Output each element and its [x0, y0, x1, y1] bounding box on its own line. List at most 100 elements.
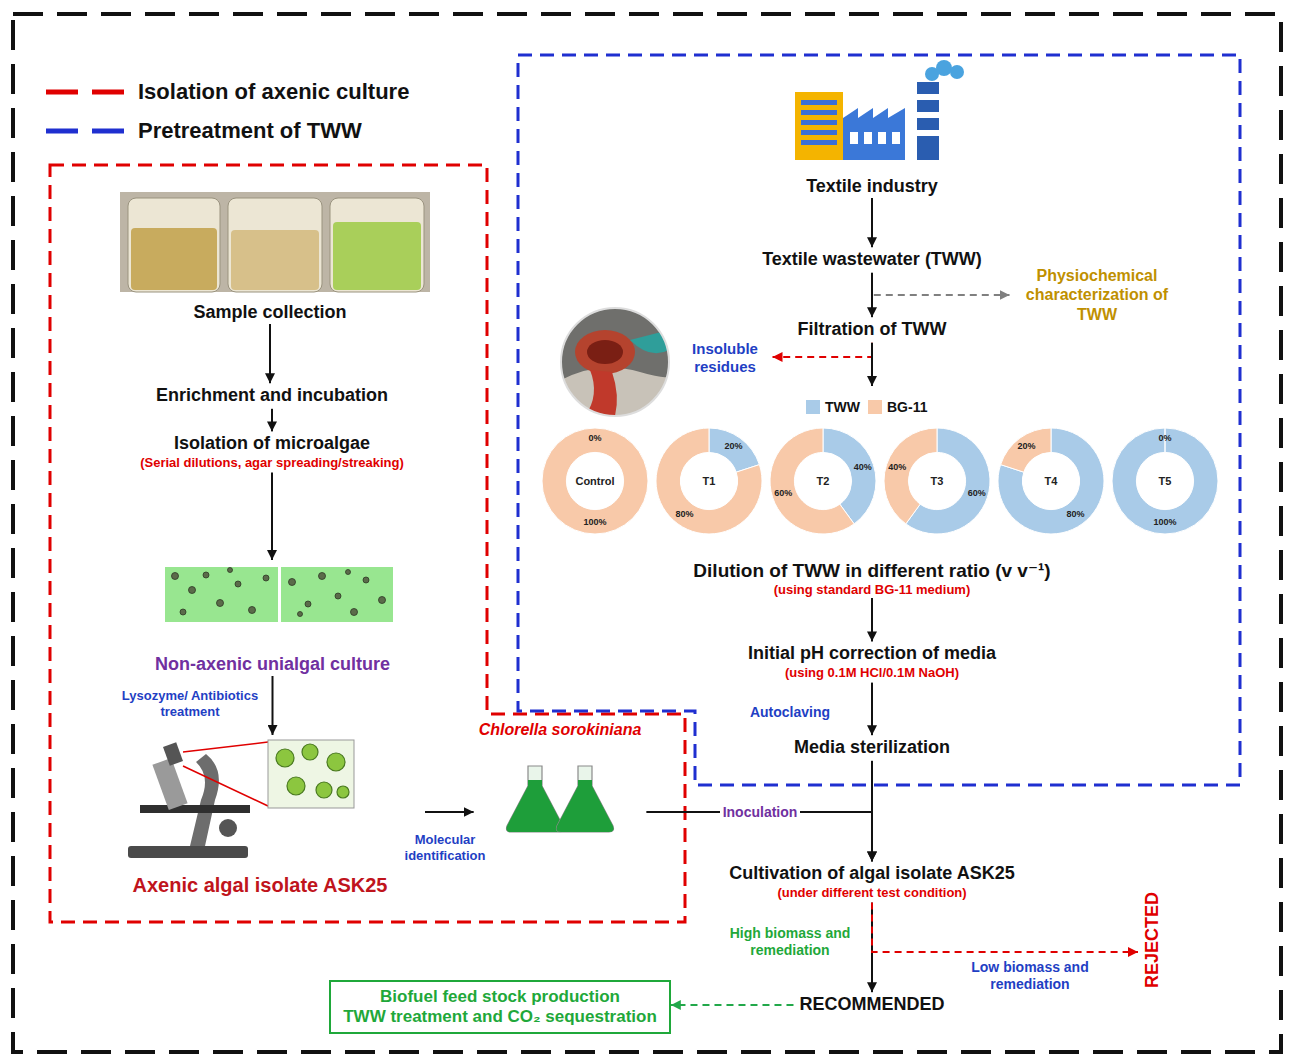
percent-label: 40%: [854, 463, 872, 473]
percent-label: 80%: [1067, 510, 1085, 520]
node-label: Biofuel feed stock production: [380, 987, 620, 1007]
process-step: Cultivation of algal isolate ASK25(under…: [723, 861, 1020, 902]
percent-label: 20%: [725, 442, 743, 452]
node-label: Textile industry: [806, 176, 938, 198]
culture-step: Non-axenic unialgal culture: [130, 560, 415, 676]
node-label: Filtration of TWW: [798, 319, 947, 341]
donut-segment: [542, 428, 648, 534]
pretreatment-region: [518, 55, 1240, 785]
node-label: Axenic algal isolate ASK25: [133, 873, 388, 897]
ratio-donut: T4 80% 20%: [996, 426, 1106, 536]
flow-arrow: [272, 676, 274, 735]
node-label: Isolation of microalgae: [174, 433, 370, 455]
ratio-donut: T5100%0%: [1110, 426, 1220, 536]
node-label: Chlorella sorokiniana: [479, 720, 642, 739]
node-sublabel: (using standard BG-11 medium): [774, 582, 970, 598]
donut-segment: [656, 428, 762, 534]
edge-label: Molecular identification: [393, 832, 498, 863]
flow-arrow: [269, 324, 271, 383]
legend-entry: TWW: [806, 399, 860, 416]
legend-label: Isolation of axenic culture: [138, 79, 409, 105]
process-step: Enrichment and incubation: [150, 383, 394, 409]
donut-segment: [709, 428, 759, 472]
flow-arrow: [271, 409, 273, 432]
percent-label: 100%: [583, 518, 606, 528]
legend-label: Pretreatment of TWW: [138, 118, 362, 144]
node-label: Media sterilization: [794, 737, 950, 759]
flow-arrow: [871, 598, 873, 641]
donut-segment: [1112, 428, 1218, 534]
node-sublabel: (under different test condition): [777, 885, 966, 901]
flow-arrow: [872, 903, 1138, 952]
percent-label: 20%: [1017, 442, 1035, 452]
percent-label: 60%: [968, 489, 986, 499]
outcome-label: REJECTED: [1138, 885, 1168, 995]
donut-segment: [998, 428, 1104, 534]
flow-arrow: [872, 273, 1010, 295]
ratio-donut: T2 40% 60%: [768, 426, 878, 536]
wastewater-photo: [561, 308, 671, 416]
legend-dash-blue: [46, 129, 126, 134]
edge-label: Inoculation: [720, 804, 801, 821]
node-sublabel: TWW treatment and CO₂ sequestration: [343, 1007, 657, 1027]
outcome-label: RECOMMENDED: [793, 992, 950, 1018]
process-step: Initial pH correction of media(using 0.1…: [742, 641, 1002, 682]
donut-segment: [770, 428, 854, 534]
ratio-donut: T120%80%: [654, 426, 764, 536]
flow-arrow: [271, 473, 273, 560]
wastewater-photo-rim: [561, 308, 669, 416]
species-culture: Chlorella sorokiniana: [474, 720, 647, 838]
donut-label: T1: [703, 475, 716, 487]
process-step: Isolation of microalgae(Serial dilutions…: [134, 431, 410, 472]
legend-swatch: [868, 400, 882, 414]
legend-entry: Isolation of axenic culture: [138, 79, 409, 105]
process-step: Media sterilization: [788, 735, 956, 761]
sample-bottles-photo: [120, 192, 430, 292]
donut-label: T3: [931, 475, 944, 487]
percent-label: 0%: [588, 434, 601, 444]
donut-segment: [1001, 428, 1051, 472]
flow-arrow: [871, 683, 873, 736]
flow-arrow: [871, 198, 873, 247]
flow-arrow: [871, 761, 873, 862]
percent-label: 100%: [1153, 518, 1176, 528]
flow-arrow: [671, 1004, 794, 1006]
donut-label: T4: [1045, 475, 1058, 487]
node-label: Textile wastewater (TWW): [762, 249, 982, 271]
process-step: Textile wastewater (TWW): [756, 247, 988, 273]
edge-label: Lysozyme/ Antibiotics treatment: [115, 688, 265, 719]
flow-arrow: [871, 343, 873, 386]
donut-segment: [884, 428, 937, 524]
node-label: Dilution of TWW in different ratio (v v⁻…: [693, 560, 1050, 583]
microscope-illustration: [128, 740, 354, 858]
ratio-donut: Control 0% 100%: [540, 426, 650, 536]
node-label: Physiochemical characterization of TWW: [1016, 266, 1179, 324]
flow-arrow: [773, 343, 873, 357]
donut-label: Control: [575, 475, 614, 487]
flow-arrow: [425, 811, 474, 813]
percent-label: 60%: [774, 489, 792, 499]
node-label: Non-axenic unialgal culture: [155, 654, 390, 676]
legend-swatch: [806, 400, 820, 414]
donut-label: T5: [1159, 475, 1172, 487]
node-label: RECOMMENDED: [799, 994, 944, 1016]
legend-entry: Pretreatment of TWW: [138, 118, 362, 144]
donut-label: T2: [817, 475, 830, 487]
sample-collection-step: Sample collection: [105, 188, 435, 324]
microalgae-micrographs: [165, 567, 393, 622]
culture-flasks: [507, 766, 614, 832]
node-sublabel: (Serial dilutions, agar spreading/streak…: [140, 455, 404, 471]
node-label: REJECTED: [1142, 892, 1164, 988]
application-box: Biofuel feed stock productionTWW treatme…: [329, 980, 671, 1035]
node-label: Enrichment and incubation: [156, 385, 388, 407]
dilution-group: Dilution of TWW in different ratio (v v⁻…: [522, 386, 1222, 598]
ratio-donut: T360%40%: [882, 426, 992, 536]
factory-icon: [795, 60, 964, 160]
node-label: Sample collection: [193, 302, 346, 324]
legend-label: TWW: [825, 399, 860, 416]
side-output: Insoluble residues: [678, 338, 773, 378]
isolate-step: Axenic algal isolate ASK25: [95, 735, 425, 897]
